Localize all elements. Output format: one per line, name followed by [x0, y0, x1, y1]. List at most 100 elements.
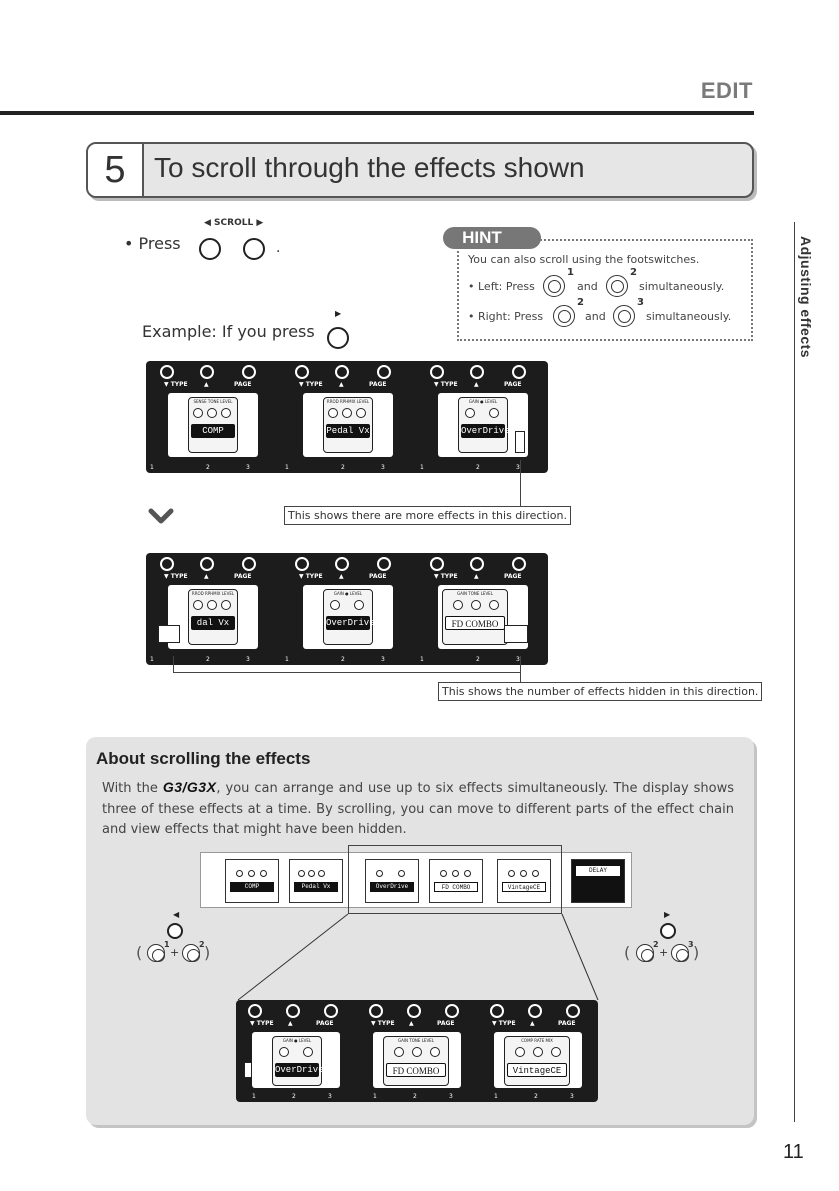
hidden-effects-indicator-icon — [158, 625, 180, 643]
step-heading: 5 To scroll through the effects shown — [86, 142, 754, 198]
more-effects-indicator-icon — [244, 1062, 252, 1078]
lcd-screen: GAIN TONE LEVEL FD COMBO — [438, 585, 528, 649]
scroll-left-knob-icon — [199, 238, 221, 260]
callout-line — [173, 672, 521, 673]
hint-and: and — [577, 280, 598, 293]
side-tab-label: Adjusting effects — [798, 236, 814, 359]
hint-left-prefix: • Left: Press — [468, 280, 535, 293]
chain-effect-overdrive: OverDrive — [365, 859, 419, 903]
callout-line — [173, 656, 174, 673]
callout-line — [520, 656, 521, 673]
hint-simultaneously: simultaneously. — [646, 310, 732, 323]
chain-effect-delay: DELAY — [571, 859, 625, 903]
press-label: Press — [138, 234, 181, 253]
chain-effect-vintagece: VintageCE — [497, 859, 551, 903]
effect-pedal-overdrive: GAIN ● LEVEL OverDrive — [323, 589, 375, 645]
right-arrow-icon: ▶ — [335, 309, 342, 318]
press-period: . — [276, 240, 281, 256]
open-paren: ( — [136, 943, 143, 962]
more-effects-indicator-icon — [515, 431, 525, 453]
footswitch-num: 2 — [577, 297, 584, 308]
footswitch-num: 3 — [637, 297, 644, 308]
lcd-screen: GAIN ● LEVEL OverDrive — [438, 393, 528, 457]
chain-effect-comp: COMP — [225, 859, 279, 903]
scroll-label: ◀ SCROLL ▶ — [204, 218, 264, 228]
chain-effect-fdcombo: FD COMBO — [429, 859, 483, 903]
effect-pedal-pedalvx: RROD RPHMIX LEVEL Pedal Vx — [323, 397, 373, 453]
effect-pedal-fdcombo: GAIN TONE LEVEL FD COMBO — [383, 1036, 449, 1086]
display-panel: ▼ TYPE▲PAGE RROD RPHMIX LEVEL Pedal Vx 1… — [281, 361, 414, 473]
scroll-left-knob-icon — [167, 923, 183, 939]
effect-pedal-pedalvx: RROD RPHMIX LEVEL dal Vx — [188, 589, 238, 645]
side-tab-rule — [794, 222, 795, 1122]
callout-line — [520, 460, 521, 506]
section-title: EDIT — [700, 78, 753, 103]
effect-pedal-comp: SENSE TONE LEVEL COMP — [188, 397, 238, 453]
bullet: • — [124, 234, 134, 253]
callout-line — [520, 672, 521, 682]
hidden-effects-indicator-icon — [504, 625, 528, 643]
footswitch-num: 1 — [567, 267, 574, 278]
scroll-right-knob-icon — [327, 327, 349, 349]
callout-more-effects: This shows there are more effects in thi… — [284, 506, 572, 525]
effect-chain: COMP Pedal Vx OverDrive FD COMBO Vintage… — [200, 852, 632, 908]
lcd-screen: RROD RPHMIX LEVEL dal Vx — [158, 585, 258, 649]
example-label: Example: If you press — [142, 322, 315, 341]
footswitch-1-icon — [543, 275, 565, 297]
lcd-screen: GAIN ● LEVEL OverDrive — [244, 1032, 340, 1088]
effect-pedal-overdrive: GAIN ● LEVEL OverDrive — [458, 397, 510, 453]
chevron-down-icon — [148, 508, 174, 524]
effect-pedal-overdrive: GAIN ● LEVEL OverDrive — [272, 1036, 324, 1086]
hint-badge: HINT — [443, 227, 541, 249]
footswitch-2-icon — [553, 305, 575, 327]
hint-simultaneously: simultaneously. — [639, 280, 725, 293]
step-number: 5 — [88, 144, 144, 196]
open-paren: ( — [624, 943, 631, 962]
footswitch-2-icon — [182, 944, 200, 962]
lcd-screen: COMP RATE MIX VintageCE — [494, 1032, 582, 1088]
footswitch-2-icon — [636, 944, 654, 962]
hint-box: You can also scroll using the footswitch… — [457, 239, 753, 341]
about-title: About scrolling the effects — [96, 749, 311, 768]
press-instruction: • Press — [124, 234, 181, 253]
lcd-screen: GAIN TONE LEVEL FD COMBO — [373, 1032, 461, 1088]
page-number: 11 — [783, 1141, 804, 1163]
zoom-lines — [237, 913, 599, 1001]
lcd-screen: SENSE TONE LEVEL COMP — [168, 393, 258, 457]
header-rule — [0, 111, 754, 115]
footswitch-num: 2 — [630, 267, 637, 278]
left-arrow-icon: ◀ — [173, 910, 180, 919]
effect-pedal-vintagece: COMP RATE MIX VintageCE — [504, 1036, 570, 1086]
effect-pedal-fdcombo: GAIN TONE LEVEL FD COMBO — [442, 589, 508, 645]
about-body: With the G3/G3X, you can arrange and use… — [102, 779, 734, 837]
hint-and: and — [585, 310, 606, 323]
footswitch-3-icon — [613, 305, 635, 327]
hint-intro: You can also scroll using the footswitch… — [468, 253, 700, 266]
lcd-screen: RROD RPHMIX LEVEL Pedal Vx — [303, 393, 393, 457]
chain-visible-window — [348, 845, 562, 914]
g3-logo: G3/G3X — [162, 779, 217, 795]
scroll-right-knob-icon — [660, 923, 676, 939]
scroll-right-knob-icon — [243, 238, 265, 260]
step-title: To scroll through the effects shown — [154, 152, 585, 183]
close-paren: ) — [204, 943, 211, 962]
close-paren: ) — [693, 943, 700, 962]
lcd-screen: GAIN ● LEVEL OverDrive — [303, 585, 393, 649]
footswitch-2-icon — [606, 275, 628, 297]
footswitch-3-icon — [671, 944, 689, 962]
right-arrow-icon: ▶ — [664, 910, 671, 919]
footswitch-1-icon — [147, 944, 165, 962]
chain-effect-pedalvx: Pedal Vx — [289, 859, 343, 903]
callout-hidden-effects: This shows the number of effects hidden … — [438, 682, 763, 701]
